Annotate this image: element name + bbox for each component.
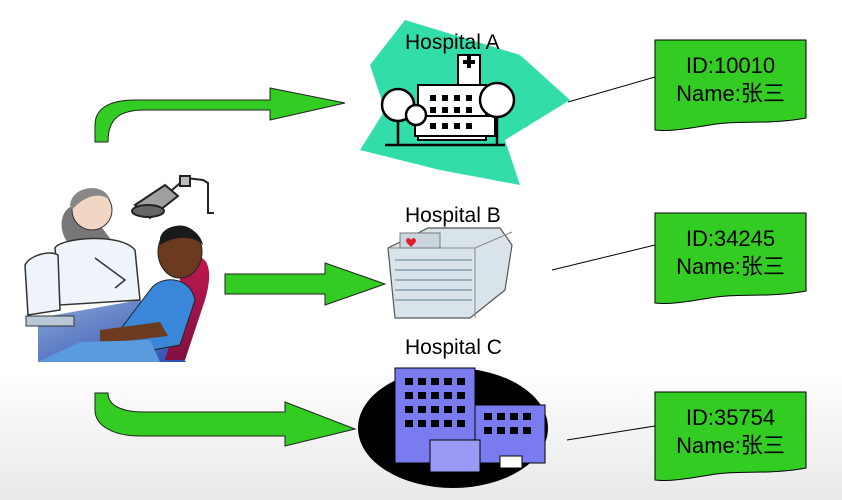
record-card-c: ID:35754 Name:张三 [655, 404, 806, 464]
arrow-to-hospital-c [94, 392, 357, 447]
hospital-b-label: Hospital B [405, 204, 501, 227]
record-name-c: Name:张三 [676, 433, 785, 458]
record-card-shape-b [654, 212, 807, 304]
connector-b [551, 244, 656, 271]
record-card-a: ID:10010 Name:张三 [655, 52, 806, 112]
hospital-b-icon [387, 227, 513, 319]
record-card-shape-c [654, 391, 807, 481]
hospital-c-icon [358, 367, 548, 488]
record-name-b: Name:张三 [676, 254, 785, 279]
record-id-c: ID:35754 [685, 405, 776, 430]
arrow-to-hospital-b [224, 262, 387, 306]
hospital-c-label: Hospital C [405, 336, 502, 359]
connector-c [566, 425, 656, 441]
record-card-shape-a [654, 39, 807, 131]
arrow-to-hospital-a [94, 87, 346, 143]
connector-a [567, 76, 656, 103]
patient-figure [38, 225, 203, 362]
hospital-a-icon [360, 20, 570, 185]
hospital-a-label: Hospital A [405, 31, 500, 54]
dentist-figure [24, 188, 141, 327]
record-id-a: ID:10010 [685, 53, 776, 78]
dentist-patient-icon [24, 175, 214, 362]
record-name-a: Name:张三 [676, 81, 785, 106]
dental-lamp [131, 175, 214, 220]
record-id-b: ID:34245 [685, 226, 776, 251]
record-card-b: ID:34245 Name:张三 [655, 225, 806, 285]
